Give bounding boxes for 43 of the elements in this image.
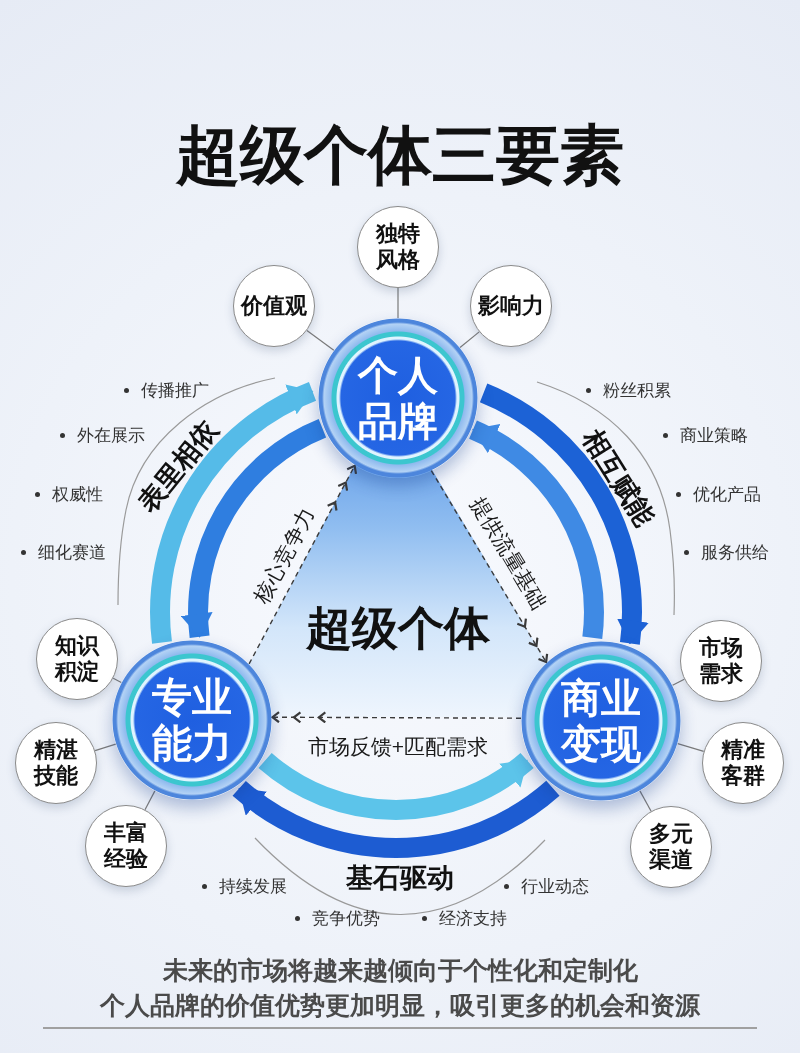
curved-arrow bbox=[182, 419, 327, 638]
circle-label: 商业变现 bbox=[560, 675, 642, 767]
circle-label: 丰富经验 bbox=[102, 819, 149, 873]
title: 超级个体三要素 bbox=[176, 118, 624, 192]
leader-line bbox=[144, 790, 156, 811]
bullet-text: 经济支持 bbox=[439, 909, 507, 927]
bullet-text: 商业策略 bbox=[680, 426, 748, 444]
dashed-arrow bbox=[248, 464, 357, 665]
circle-label: 独特风格 bbox=[374, 220, 421, 274]
leader-line bbox=[459, 331, 480, 349]
leader-line bbox=[639, 790, 652, 812]
curved-arrow bbox=[258, 752, 534, 820]
bullet-text: 粉丝积累 bbox=[603, 381, 671, 399]
leader-line bbox=[112, 677, 122, 684]
circle-label: 个人品牌 bbox=[357, 352, 439, 444]
bullet-text: 优化产品 bbox=[693, 485, 761, 503]
circle-label: 影响力 bbox=[478, 292, 544, 320]
curved-arrow bbox=[468, 420, 604, 639]
summary-text: 未来的市场将越来越倾向于个性化和定制化 bbox=[162, 955, 638, 986]
bullet-text: 竞争优势 bbox=[312, 909, 380, 927]
circle-label: 专业能力 bbox=[151, 674, 233, 766]
circle-label: 知识积淀 bbox=[53, 632, 101, 686]
leader-line bbox=[306, 329, 335, 351]
leader-line bbox=[397, 287, 399, 319]
bullet-text: 权威性 bbox=[52, 485, 103, 503]
edge-label: 市场反馈+匹配需求 bbox=[307, 735, 489, 757]
circle-label: 价值观 bbox=[241, 292, 307, 320]
summary-text: 个人品牌的价值优势更加明显，吸引更多的机会和资源 bbox=[100, 990, 700, 1021]
bullet-text: 行业动态 bbox=[521, 877, 589, 895]
dashed-arrow bbox=[430, 470, 549, 664]
circle-label: 精准客群 bbox=[719, 736, 766, 790]
bullet-text: 细化赛道 bbox=[38, 543, 106, 561]
bullet-text: 持续发展 bbox=[219, 877, 287, 895]
bullet-text: 传播推广 bbox=[141, 381, 209, 399]
leader-line bbox=[672, 678, 685, 686]
arc-label: 基石驱动 bbox=[346, 864, 454, 892]
bullet-text: 服务供给 bbox=[701, 543, 769, 561]
circle-label: 精湛技能 bbox=[32, 736, 79, 790]
dashed-arrow bbox=[271, 711, 522, 723]
bullet-text: 外在展示 bbox=[77, 426, 145, 444]
circle-label: 市场需求 bbox=[698, 634, 744, 688]
arc-label: 相互赋能 bbox=[577, 425, 659, 531]
circle-label: 多元渠道 bbox=[648, 820, 694, 874]
